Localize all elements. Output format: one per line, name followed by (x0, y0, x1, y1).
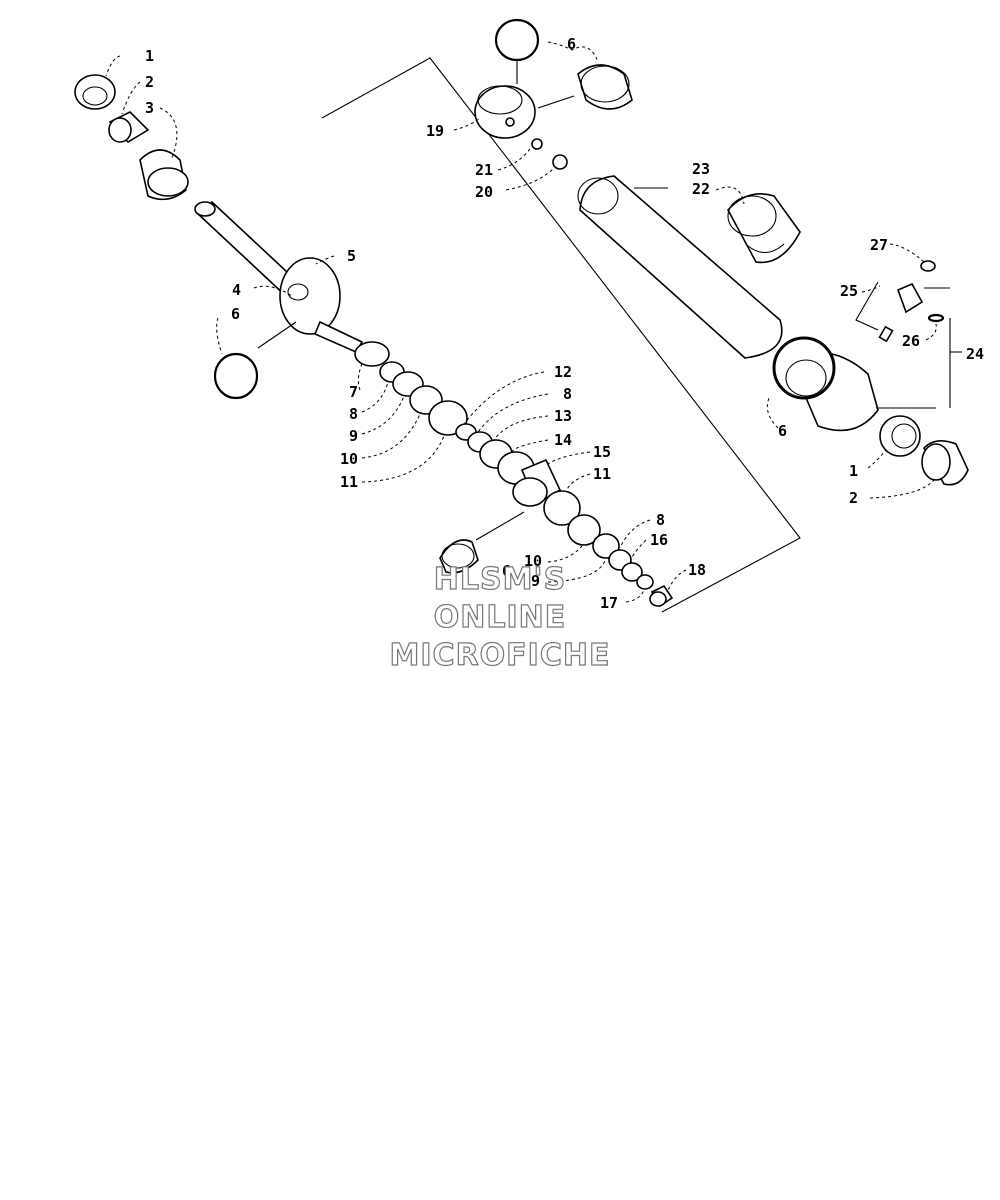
callout-11-left: 11 (340, 473, 358, 491)
callout-24: 24 (966, 345, 984, 363)
callout-21: 21 (475, 161, 493, 179)
callout-23: 23 (692, 160, 710, 178)
watermark-line-1: HLSM'S (434, 562, 566, 597)
part-cylinder-22 (577, 175, 783, 359)
callout-16: 16 (650, 531, 668, 549)
part-valve-25 (855, 281, 924, 343)
part-oring-6-top (494, 18, 540, 62)
part-washer-11 (428, 400, 468, 436)
callout-22: 22 (692, 180, 710, 198)
callout-20: 20 (475, 183, 493, 201)
callout-15: 15 (593, 443, 611, 461)
part-ring-21 (531, 138, 543, 150)
callout-6-right: 6 (778, 422, 787, 440)
callout-18: 18 (688, 561, 706, 579)
callout-14: 14 (554, 431, 572, 449)
watermark-line-2: ONLINE (434, 600, 567, 635)
part-band-6-lower (439, 539, 479, 574)
callout-1-left: 1 (145, 47, 154, 65)
part-washer-16 (621, 562, 643, 582)
part-washer-10b (567, 514, 601, 546)
group-outline (321, 57, 801, 613)
callout-19: 19 (426, 122, 444, 140)
callout-13: 13 (554, 407, 572, 425)
callout-1-right: 1 (849, 462, 858, 480)
callout-12: 12 (554, 363, 572, 381)
part-reservoir-24 (772, 336, 879, 432)
callout-6-top: 6 (567, 35, 576, 53)
part-screw-27 (920, 260, 936, 272)
part-washer-17 (636, 574, 654, 590)
watermark: HLSM'S ONLINE MICROFICHE (389, 561, 611, 673)
watermark-line-3: MICROFICHE (390, 638, 611, 673)
callout-17: 17 (600, 594, 618, 612)
part-piston-15 (512, 458, 562, 507)
callout-25: 25 (840, 282, 858, 300)
callout-27: 27 (870, 236, 888, 254)
callout-11-right: 11 (593, 465, 611, 483)
part-cap-19 (474, 85, 536, 139)
part-band-6-top (577, 64, 633, 110)
callout-7: 7 (349, 383, 358, 401)
part-washer-11b (543, 490, 581, 526)
part-bushing-1-left (74, 74, 116, 110)
callout-9-right: 9 (531, 572, 540, 590)
part-ball-20 (552, 154, 568, 170)
part-oring-26 (927, 313, 945, 323)
part-oring-6-left (213, 352, 259, 400)
callout-26: 26 (902, 332, 920, 350)
part-sleeve-2-left (108, 111, 150, 144)
part-washer-7 (354, 341, 390, 367)
part-nut-18 (649, 584, 674, 608)
callout-6-lower: 6 (502, 562, 511, 580)
callout-2-right: 2 (849, 489, 858, 507)
callout-10-left: 10 (340, 450, 358, 468)
part-body-5 (279, 257, 364, 354)
callout-6-left: 6 (231, 305, 240, 323)
callout-4: 4 (232, 281, 241, 299)
callout-2-left: 2 (145, 73, 154, 91)
callout-8-right: 8 (656, 511, 665, 529)
part-sleeve-2-right (921, 440, 969, 486)
callout-9-left: 9 (349, 427, 358, 445)
part-bushing-1-right (879, 415, 921, 457)
callout-10-right: 10 (524, 552, 542, 570)
callout-3: 3 (145, 99, 154, 117)
part-sleeve-23 (727, 193, 801, 264)
part-oring-6-right (772, 336, 836, 400)
callout-5: 5 (347, 247, 356, 265)
callout-8-mid: 8 (563, 385, 572, 403)
part-eye-3 (139, 149, 189, 201)
callout-8-left: 8 (349, 405, 358, 423)
